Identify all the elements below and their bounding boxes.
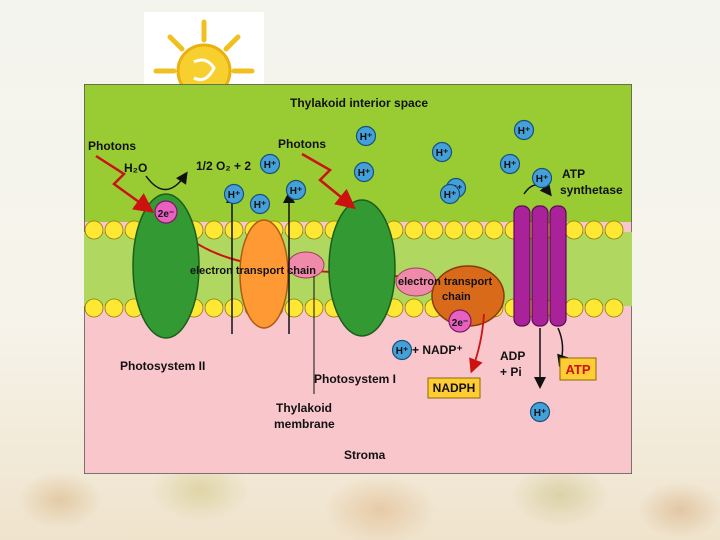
proton-bubble: [513, 119, 535, 141]
membrane-bead: [304, 220, 324, 240]
membrane-bead: [204, 298, 224, 318]
proton-bubble: [353, 161, 375, 183]
adp-label-1: ADP: [500, 349, 525, 363]
proton-bubble: [391, 339, 413, 361]
membrane-bead: [584, 298, 604, 318]
membrane-bead: [604, 298, 624, 318]
atp-box: [559, 357, 597, 381]
photosystem-ii-label: Photosystem II: [120, 359, 205, 373]
proton-label: H⁺: [504, 160, 517, 171]
membrane-bead: [104, 298, 124, 318]
membrane-bead: [284, 220, 304, 240]
membrane-label-1: Thylakoid: [276, 401, 332, 415]
nadph-arrow: [469, 313, 485, 374]
membrane-bead: [424, 220, 444, 240]
two-e-top-label: 2e⁻: [158, 209, 174, 220]
nadp-label: + NADP⁺: [412, 343, 463, 357]
membrane-label-2: membrane: [274, 417, 335, 431]
proton-label: H⁺: [436, 148, 449, 159]
membrane-bead: [564, 298, 584, 318]
proton-label: H⁺: [396, 346, 409, 357]
photosystem-i: [328, 199, 396, 337]
proton-label: H⁺: [228, 190, 241, 201]
proton-bubble: [439, 183, 461, 205]
photon-arrow-right: [301, 152, 356, 210]
proton-bubble: [223, 183, 245, 205]
etc-right-label-1: electron transport: [398, 276, 492, 288]
etc-left-label: electron transport chain: [190, 265, 316, 277]
proton-label: H⁺: [536, 174, 549, 185]
membrane-bead: [464, 220, 484, 240]
nadph-label: NADPH: [433, 381, 476, 395]
membrane-bead: [404, 298, 424, 318]
membrane-bead: [564, 220, 584, 240]
photon-arrow-left: [95, 154, 155, 213]
membrane-bead: [604, 220, 624, 240]
proton-label: H⁺: [518, 126, 531, 137]
proton-bubble: [531, 167, 553, 189]
membrane-bead: [84, 220, 104, 240]
plastocyanin-carrier: [287, 251, 325, 279]
nadph-box: [427, 377, 481, 399]
proton-bubble: [259, 153, 281, 175]
membrane-bead: [584, 220, 604, 240]
photons-label-left: Photons: [88, 139, 136, 153]
proton-label: H⁺: [358, 168, 371, 179]
stroma-label: Stroma: [344, 448, 386, 462]
atp-label: ATP: [565, 362, 590, 377]
proton-bubble: [431, 141, 453, 163]
atp-synthetase-label-2: synthetase: [560, 183, 623, 197]
membrane-bead: [484, 220, 504, 240]
membrane-bead: [224, 298, 244, 318]
photosynthesis-diagram: 2e⁻ 2e⁻ H⁺H⁺H⁺H⁺H⁺H⁺H⁺H⁺H⁺H⁺H⁺H⁺H⁺H⁺ Thy…: [84, 84, 632, 474]
proton-bubbles: H⁺H⁺H⁺H⁺H⁺H⁺H⁺H⁺H⁺H⁺H⁺H⁺H⁺H⁺: [223, 119, 553, 423]
electron-pair-bottom: [448, 309, 472, 333]
adp-label-2: + Pi: [500, 365, 522, 379]
membrane-bead: [444, 220, 464, 240]
electron-pair-top: [154, 200, 178, 224]
membrane-bead: [224, 220, 244, 240]
atp-synthase: [513, 205, 567, 327]
photosystem-i-label: Photosystem I: [314, 372, 396, 386]
water-label: H₂O: [124, 161, 147, 175]
proton-bubble: [529, 401, 551, 423]
photons-label-right: Photons: [278, 137, 326, 151]
proton-label: H⁺: [290, 186, 303, 197]
proton-bubble: [285, 179, 307, 201]
membrane-bead: [104, 220, 124, 240]
proton-label: H⁺: [254, 200, 267, 211]
cytochrome-complex: [239, 219, 289, 329]
proton-bubble: [499, 153, 521, 175]
membrane-bead: [204, 220, 224, 240]
oxygen-label: 1/2 O₂ + 2: [196, 159, 251, 173]
two-e-bottom-label: 2e⁻: [452, 318, 468, 329]
proton-bubble: [355, 125, 377, 147]
atp-synthetase-label-1: ATP: [562, 167, 585, 181]
membrane-bead: [404, 220, 424, 240]
water-split-arrow: [145, 171, 188, 191]
proton-label: H⁺: [264, 160, 277, 171]
membrane-bead: [284, 298, 304, 318]
proton-label: H⁺: [360, 132, 373, 143]
proton-label: H⁺: [444, 190, 457, 201]
etc-right-label-2: chain: [442, 291, 471, 303]
thylakoid-interior-label: Thylakoid interior space: [290, 96, 428, 110]
proton-bubble: [249, 193, 271, 215]
proton-label: H⁺: [534, 408, 547, 419]
membrane-bead: [84, 298, 104, 318]
photosystem-ii: [132, 193, 200, 339]
